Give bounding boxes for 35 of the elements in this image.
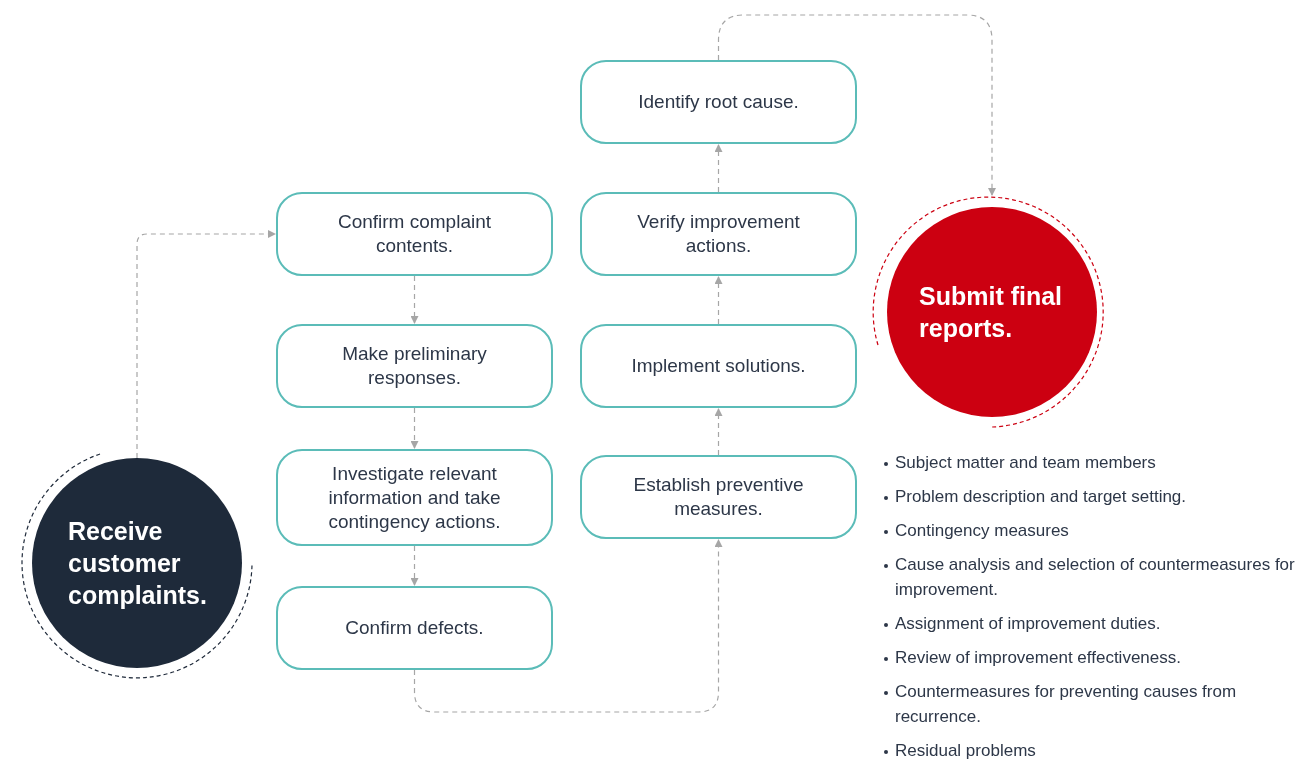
process-box <box>276 324 553 408</box>
arrow <box>136 230 276 459</box>
report-item: Residual problems <box>895 740 1036 762</box>
step-text: Confirm defects. <box>345 616 484 640</box>
process-box <box>276 449 553 546</box>
arrow <box>410 407 419 449</box>
arrow <box>714 144 723 193</box>
process-box <box>580 192 857 276</box>
step-text: Implement solutions. <box>631 354 806 378</box>
arrow <box>410 275 419 324</box>
report-item: Review of improvement effectiveness. <box>895 647 1181 669</box>
arrow <box>410 545 419 586</box>
arrow <box>717 14 996 196</box>
step-text: Make preliminary responses. <box>341 342 488 390</box>
arrow <box>413 539 723 713</box>
process-box <box>276 192 553 276</box>
arrow <box>714 408 723 456</box>
step-text: Establish preventive measures. <box>632 473 805 521</box>
report-item: Problem description and target setting. <box>895 486 1187 508</box>
step-text: Verify improvement actions. <box>636 210 801 258</box>
report-item: Countermeasures for preventing causes from recurrence. <box>895 681 1238 728</box>
process-box <box>276 586 553 670</box>
process-box <box>580 324 857 408</box>
step-text: Investigate relevant information and take contingency actions. <box>327 461 502 534</box>
report-item: Contingency measures <box>895 520 1069 542</box>
step-text: Submit final reports. <box>919 281 1064 344</box>
arrow <box>714 276 723 325</box>
report-item: Subject matter and team members <box>895 452 1156 474</box>
step-text: Identify root cause. <box>638 90 799 114</box>
process-box <box>580 60 857 144</box>
report-item: Assignment of improvement duties. <box>895 613 1161 635</box>
process-box <box>580 455 857 539</box>
report-item: Cause analysis and selection of countermeasures for improvement. <box>895 554 1296 601</box>
step-text: Receive customer complaints. <box>68 516 208 611</box>
step-text: Confirm complaint contents. <box>336 210 493 258</box>
